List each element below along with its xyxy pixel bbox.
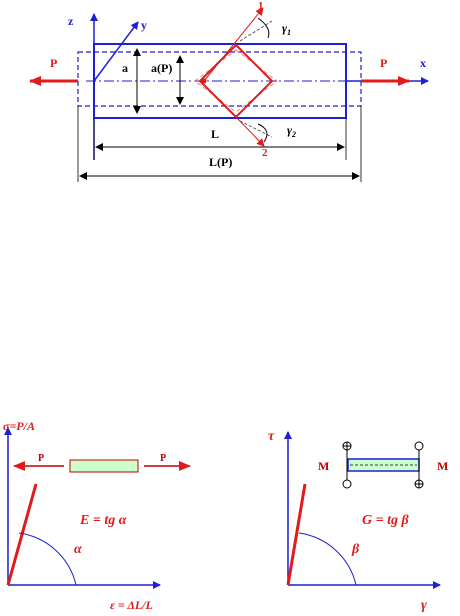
left-sample-force-label-right: P: [160, 453, 166, 464]
left-x-axis-label: ε = ΔL/L: [110, 598, 153, 612]
right-moment-label-right: M: [437, 459, 448, 473]
force-label-left: P: [50, 56, 57, 70]
axis-2-label: 2: [262, 147, 268, 159]
right-sample-node-tr: [414, 441, 424, 451]
x-axis-label: x: [420, 56, 426, 70]
top-figure: x z y a a(P) 1 2 γ1 γ2 P P: [29, 0, 429, 182]
axis-1-label: 1: [258, 0, 264, 12]
dim-LP-label: L(P): [209, 155, 232, 169]
dim-aP-label: a(P): [151, 61, 172, 75]
left-formula: E = tg α: [79, 513, 127, 528]
deformed-element-outline: [194, 49, 278, 113]
gamma2-dashed-ref: [239, 120, 273, 138]
left-angle-arc: [18, 532, 77, 586]
force-label-right: P: [380, 56, 387, 70]
right-elastic-line: [286, 483, 307, 586]
y-axis: [93, 21, 139, 82]
gamma1-symbol: γ1: [282, 21, 291, 37]
gamma1-arc: [257, 17, 270, 39]
right-moment-label-left: M: [318, 459, 329, 473]
right-formula: G = tg β: [362, 513, 409, 528]
left-graph: σ=P/A ε = ΔL/L α E = tg α P P: [3, 419, 191, 612]
left-y-axis-label: σ=P/A: [3, 419, 35, 433]
left-sample-force-label-left: P: [38, 453, 44, 464]
dim-a-label: a: [122, 61, 128, 75]
left-sample-bar: [69, 459, 139, 473]
right-sample-node-bl: [342, 479, 352, 489]
right-graph: τ γ β G = tg β M M: [268, 429, 448, 613]
right-angle-label: β: [351, 542, 360, 557]
left-angle-label: α: [74, 542, 82, 557]
gamma1-dashed-ref: [239, 20, 273, 42]
right-sample-bar: [347, 458, 420, 472]
gamma2-arc: [257, 123, 268, 143]
right-angle-arc: [298, 532, 357, 586]
axis-1-line: [203, 7, 264, 82]
right-y-axis-label: τ: [268, 429, 275, 444]
dim-L-label: L: [211, 127, 219, 141]
gamma2-symbol: γ2: [287, 123, 296, 139]
left-elastic-line: [6, 483, 38, 586]
right-x-axis-label: γ: [421, 598, 427, 613]
y-axis-label: y: [141, 18, 147, 32]
z-axis-label: z: [68, 14, 74, 28]
